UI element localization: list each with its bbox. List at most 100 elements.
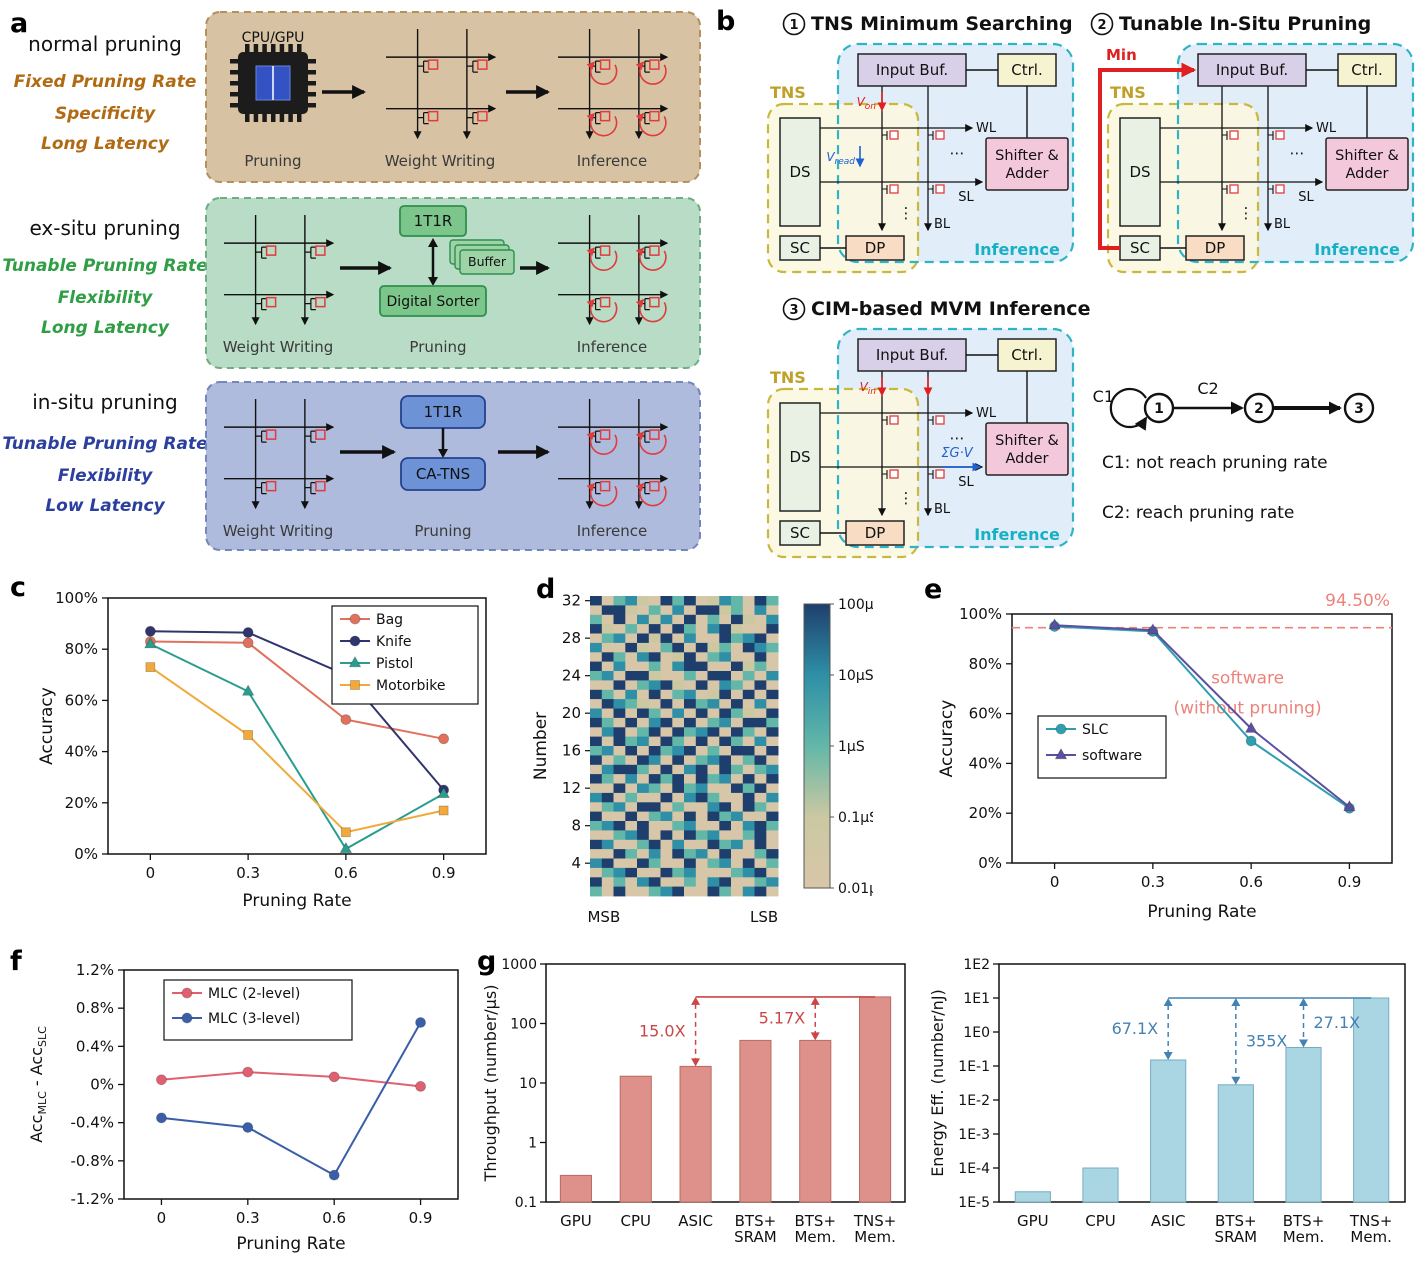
xtick-label: 0.9	[1337, 873, 1361, 891]
ytick-label: 1E-4	[958, 1161, 990, 1177]
heatmap-cell	[672, 839, 685, 850]
feedback-loop-icon	[635, 431, 667, 455]
ratio-label: 27.1X	[1314, 1013, 1361, 1032]
heatmap-cell	[766, 661, 779, 672]
heatmap-cell	[637, 774, 650, 784]
data-point	[145, 662, 156, 673]
heatmap-cell	[648, 830, 661, 841]
heatmap-cell	[672, 605, 685, 616]
heatmap-cell	[672, 867, 685, 878]
heatmap-cell	[707, 717, 720, 728]
category-label: TNS+Mem.	[853, 1212, 896, 1246]
heatmap-cell	[707, 802, 720, 813]
min-label: Min	[1106, 46, 1137, 64]
heatmap-cell	[672, 821, 685, 831]
heatmap-cell	[766, 652, 779, 663]
heatmap-cell	[590, 633, 603, 644]
heatmap-cell	[754, 792, 767, 803]
heatmap-cell	[637, 680, 650, 691]
heatmap-cell	[719, 717, 732, 728]
heatmap-cell	[637, 642, 650, 653]
heatmap-cell	[731, 821, 744, 831]
heatmap-cell	[742, 886, 755, 897]
bar-ASIC	[1150, 1059, 1187, 1203]
panel-b-label: b	[716, 6, 736, 37]
heatmap-cell	[660, 849, 673, 859]
wl-label: WL	[976, 121, 997, 136]
heatmap-cell	[613, 755, 626, 766]
legend-label: Knife	[376, 634, 412, 650]
heatmap-cell	[601, 671, 614, 681]
crossbar-array-inference	[558, 399, 669, 510]
heatmap-cell	[766, 633, 779, 644]
xtick-label: 0.6	[1239, 873, 1263, 891]
heatmap-cell	[684, 727, 697, 738]
heatmap-cell	[625, 755, 638, 766]
heatmap-cell	[601, 624, 614, 634]
heatmap-cell	[590, 783, 603, 794]
heatmap-cell	[766, 680, 779, 691]
heatmap-cell	[719, 708, 732, 719]
heatmap-cell	[731, 877, 744, 888]
ytick-label: 80%	[969, 655, 1002, 673]
ytick-label: 40%	[969, 754, 1002, 772]
caption-inference: Inference	[577, 522, 648, 540]
heatmap-cell	[684, 680, 697, 691]
heatmap-cell	[707, 727, 720, 738]
heatmap-cell	[695, 886, 708, 897]
heatmap-cell	[660, 802, 673, 813]
heatmap-cell	[754, 802, 767, 813]
buffer-label: Buffer	[468, 254, 507, 269]
xlabel: Pruning Rate	[242, 891, 351, 911]
heatmap-cell	[613, 811, 626, 822]
ds-block	[779, 117, 821, 227]
heatmap-cell	[719, 605, 732, 616]
feedback-loop-icon	[586, 112, 618, 137]
data-point	[241, 684, 255, 696]
wl-label: WL	[976, 406, 997, 421]
heatmap-cell	[695, 708, 708, 719]
feedback-loop-icon	[635, 247, 667, 271]
heatmap-cell	[590, 736, 603, 747]
inference-label: Inference	[1314, 240, 1400, 259]
ylabel: Energy Eff. (number/nJ)	[928, 989, 947, 1177]
annotation-text: software	[1211, 669, 1284, 689]
svg-text:Input Buf.: Input Buf.	[1216, 61, 1288, 79]
trait-fixed-rate: Fixed Pruning Rate	[13, 72, 197, 92]
heatmap-cell	[684, 708, 697, 719]
heatmap-cell	[742, 680, 755, 691]
heatmap-cell	[672, 642, 685, 653]
heatmap-cell	[695, 614, 708, 625]
heatmap-cell	[684, 755, 697, 766]
heatmap-cell	[766, 727, 779, 738]
step-number-circle	[782, 297, 806, 321]
heatmap-cell	[590, 755, 603, 766]
heatmap-cell	[742, 736, 755, 747]
ca-tns-block	[400, 457, 486, 491]
heatmap-cell	[613, 717, 626, 728]
colorbar-tick: 10µS	[838, 668, 873, 684]
heatmap-cell	[742, 792, 755, 803]
ytick-label: 16	[562, 742, 581, 760]
heatmap-cell	[625, 699, 638, 709]
heatmap-cell	[660, 830, 673, 841]
heatmap-cell	[731, 605, 744, 616]
sl-label: SL	[1298, 190, 1314, 205]
heatmap-cell	[613, 614, 626, 625]
heatmap-cell	[707, 661, 720, 672]
legend-label: MLC (3-level)	[208, 1011, 300, 1027]
heatmap-cell	[625, 680, 638, 691]
heatmap-cell	[660, 877, 673, 888]
heatmap-cell	[766, 830, 779, 841]
heatmap-cell	[695, 689, 708, 700]
heatmap-cell	[707, 867, 720, 878]
data-point	[1054, 747, 1068, 760]
heatmap-cell	[707, 877, 720, 888]
heatmap-cell	[707, 614, 720, 625]
data-point	[156, 1074, 167, 1086]
heatmap-cell	[731, 671, 744, 681]
heatmap-cell	[613, 830, 626, 841]
